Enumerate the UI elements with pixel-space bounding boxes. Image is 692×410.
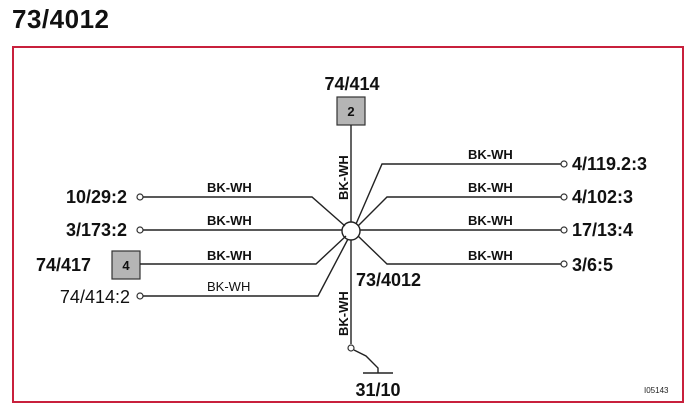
right-terminal-4 (560, 260, 568, 268)
right-terminal-2 (560, 193, 568, 201)
wire-label-right-1: BK-WH (468, 147, 513, 162)
diagram-frame (12, 46, 684, 403)
right-wire-4 (357, 235, 561, 265)
left-terminal-label-3: 74/414:2 (60, 287, 130, 307)
ground-switch (353, 349, 379, 373)
wire-label-top: BK-WH (336, 155, 351, 200)
ground-label: 31/10 (355, 380, 400, 400)
right-wire-1 (355, 163, 561, 225)
wire-label-bottom: BK-WH (336, 291, 351, 336)
right-wire-2 (357, 196, 561, 227)
left-connector-box (111, 250, 141, 280)
wire-label-left-4: BK-WH (207, 279, 250, 294)
wire-label-left-1: BK-WH (207, 180, 252, 195)
left-connector-label: 74/417 (36, 255, 91, 275)
left-terminal-3 (136, 292, 144, 300)
diagram-title: 73/4012 (12, 4, 110, 34)
left-wire-1 (143, 196, 346, 227)
reference-code: I05143 (644, 386, 669, 395)
left-terminal-label-1: 10/29:2 (66, 187, 127, 207)
wire-label-right-2: BK-WH (468, 180, 513, 195)
right-terminal-label-3: 17/13:4 (572, 220, 633, 240)
left-terminal-label-2: 3/173:2 (66, 220, 127, 240)
left-terminal-2 (136, 226, 144, 234)
wire-label-left-2: BK-WH (207, 213, 252, 228)
right-terminal-1 (560, 160, 568, 168)
top-connector-label: 74/414 (324, 74, 379, 94)
left-terminal-1 (136, 193, 144, 201)
top-connector-pin: 2 (347, 104, 354, 119)
right-terminal-3 (560, 226, 568, 234)
splice-label: 73/4012 (356, 270, 421, 290)
wire-label-right-3: BK-WH (468, 213, 513, 228)
left-wire-3 (140, 235, 347, 265)
left-wire-4 (143, 238, 349, 297)
wire-label-left-3: BK-WH (207, 248, 252, 263)
right-terminal-label-2: 4/102:3 (572, 187, 633, 207)
ground-terminal (347, 344, 355, 352)
left-connector-pin: 4 (122, 258, 130, 273)
wire-label-right-4: BK-WH (468, 248, 513, 263)
right-terminal-label-1: 4/119.2:3 (572, 154, 647, 174)
right-terminal-label-4: 3/6:5 (572, 255, 613, 275)
